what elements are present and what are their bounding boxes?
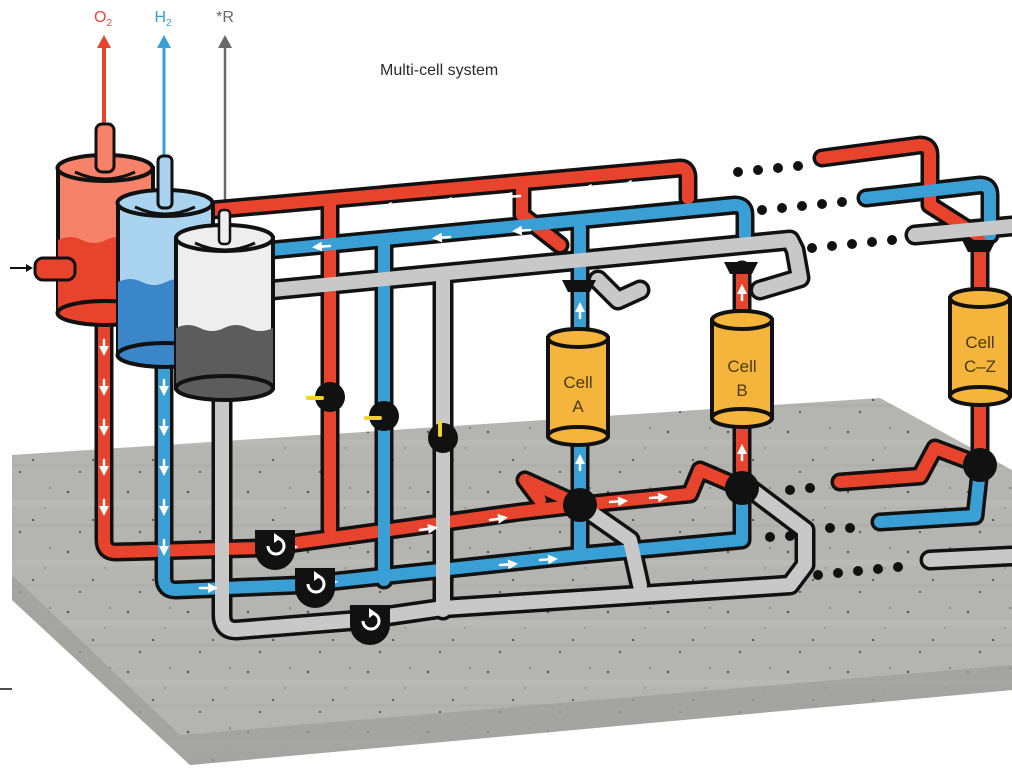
cell-b[interactable]: Cell B — [710, 309, 774, 429]
reagent-feed-pipe — [215, 381, 812, 637]
junctions — [562, 240, 997, 522]
oxygen-zig-a — [519, 474, 586, 511]
hydrogen-return-pipe — [266, 199, 751, 256]
reagent-v-a — [591, 273, 647, 307]
arrow-up-icon — [218, 35, 232, 48]
h2-label: H2 — [154, 9, 172, 29]
inlet-arrow-icon — [26, 264, 33, 272]
r-label: *R — [216, 9, 234, 26]
arrow-up-icon — [97, 35, 111, 48]
output-h2: H2 — [154, 9, 172, 160]
rotate-icon — [361, 611, 381, 631]
flow-arrow-icon — [488, 513, 508, 524]
output-r: *R — [216, 9, 234, 215]
flow-arrow-icon — [608, 496, 628, 507]
oxygen-return-pipe — [206, 162, 694, 216]
flow-arrow-icon — [582, 183, 602, 194]
hydrogen-cz-top — [860, 179, 996, 241]
flow-arrow-icon — [502, 191, 522, 202]
reagent-cz-bottom — [923, 549, 1012, 567]
arrow-up-icon — [157, 35, 171, 48]
reagent-branch-a — [573, 498, 647, 592]
concrete-slab — [0, 398, 1012, 765]
reagent-valve[interactable] — [428, 420, 458, 453]
reagent-pump[interactable] — [350, 605, 390, 645]
cell-cz[interactable]: Cell C–Z — [948, 287, 1012, 407]
flow-arrow-icon — [622, 179, 642, 190]
rotate-icon — [306, 574, 326, 594]
hydrogen-pump[interactable] — [295, 568, 335, 608]
rotate-icon — [266, 536, 286, 556]
flow-arrow-icon — [498, 559, 518, 570]
diagram-title: Multi-cell system — [380, 62, 498, 79]
flow-arrow-icon — [648, 492, 668, 503]
flow-arrow-icon — [382, 201, 402, 212]
continuation-dots — [733, 161, 903, 580]
oxygen-cz-top — [816, 139, 991, 246]
cell-a-label-2: A — [572, 397, 584, 416]
oxygen-cz-bottom — [834, 442, 986, 488]
oxygen-valve[interactable] — [306, 382, 345, 412]
flow-arrow-icon — [442, 196, 462, 207]
reagent-return-pipe — [265, 233, 807, 297]
reagent-cz-top — [908, 219, 1012, 242]
o2-label: O2 — [94, 9, 112, 29]
cell-b-label-1: Cell — [727, 357, 756, 376]
cell-a[interactable]: Cell A — [546, 327, 610, 447]
cell-b-label-2: B — [736, 381, 747, 400]
output-o2: O2 — [94, 9, 112, 125]
flow-arrow-icon — [432, 232, 452, 243]
flow-arrow-icon — [538, 554, 558, 565]
oxygen-pump[interactable] — [255, 530, 295, 570]
flow-arrow-icon — [512, 225, 532, 236]
oxygen-branch-b — [516, 182, 566, 251]
cell-cz-label-1: Cell — [965, 333, 994, 352]
cell-cz-label-2: C–Z — [964, 357, 996, 376]
oxygen-feed-pipe — [98, 307, 748, 558]
reagent-tank — [174, 208, 275, 402]
flow-arrow-icon — [312, 241, 332, 252]
cell-a-label-1: Cell — [563, 373, 592, 392]
hydrogen-valve[interactable] — [364, 401, 399, 431]
hydrogen-cz-bottom — [874, 464, 986, 528]
flow-arrow-icon — [418, 523, 438, 534]
